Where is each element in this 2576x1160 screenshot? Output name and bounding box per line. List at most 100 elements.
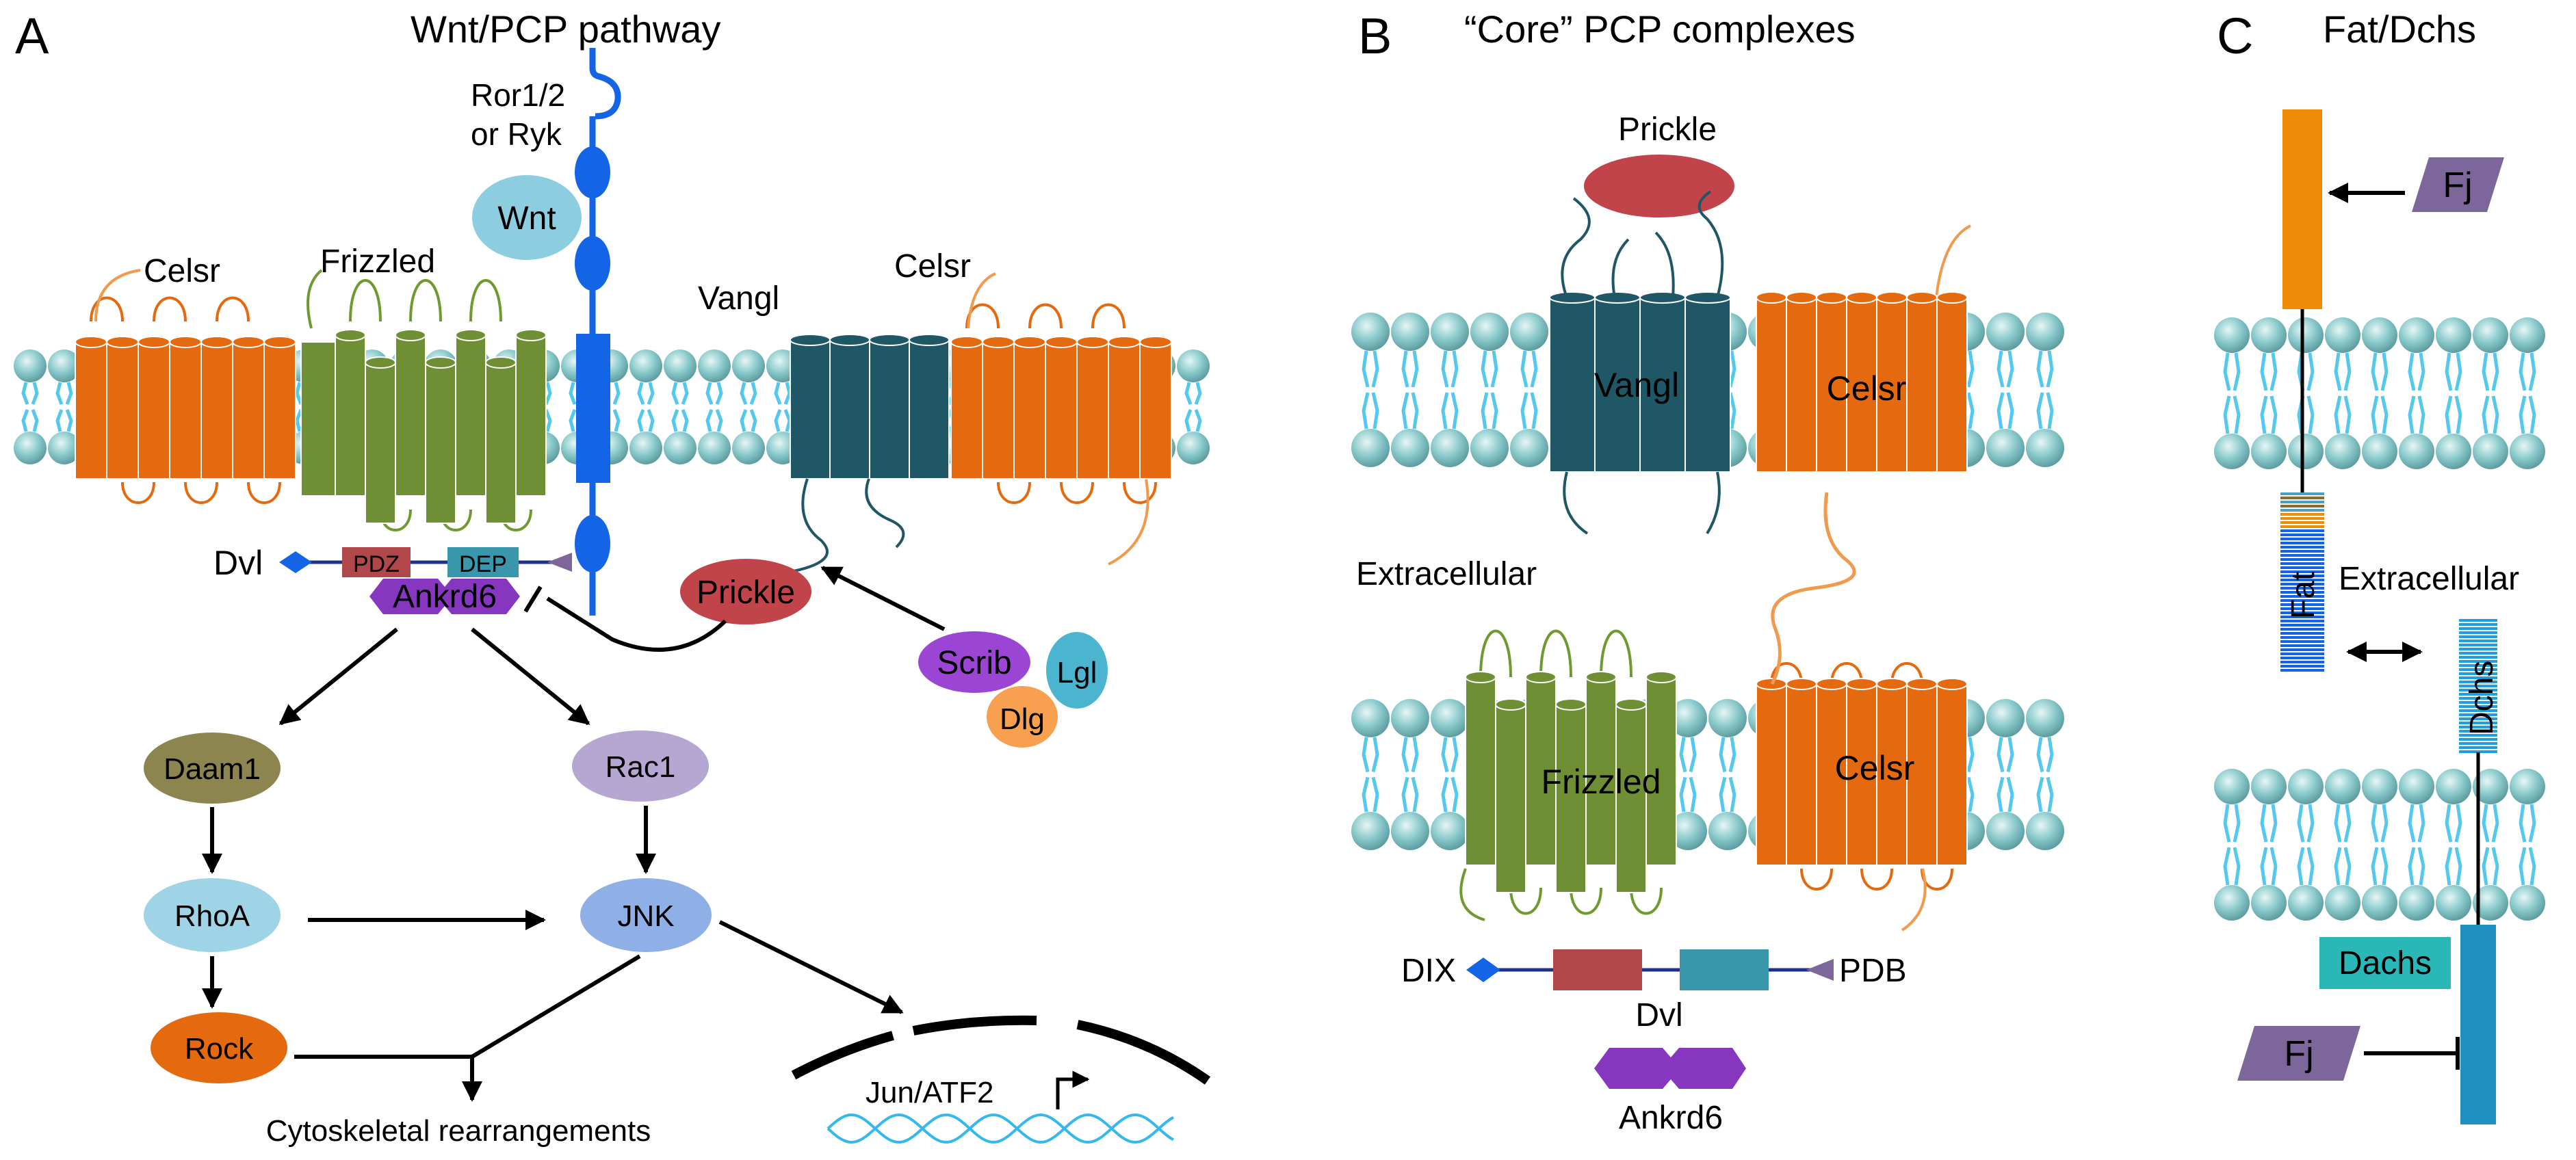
extracellular-loop	[1830, 662, 1863, 685]
lipid-head	[1470, 313, 1509, 351]
fat-repeat	[2280, 538, 2324, 540]
lipid-tail	[1481, 392, 1498, 430]
dlg-protein	[987, 686, 1058, 748]
fat-repeat	[2280, 607, 2324, 610]
lipid-head	[2288, 434, 2324, 469]
lipid-head	[2510, 885, 2545, 921]
jnk-node	[580, 878, 712, 952]
ror-receptor	[575, 48, 621, 616]
dchs-repeat	[2459, 730, 2497, 733]
frizzled-helix	[395, 334, 426, 497]
lipid-tail	[671, 382, 689, 405]
frizzled-b-helix-cap	[1555, 698, 1587, 711]
frizzled-tail	[1459, 868, 1485, 921]
vangl-tail	[1611, 238, 1630, 298]
lipid-tail	[1996, 350, 2014, 388]
lipid-tail	[2371, 352, 2389, 391]
lipid-head	[2473, 885, 2508, 921]
lipid-head	[2251, 434, 2287, 469]
lipid-head	[1351, 812, 1390, 850]
extracellular-loop	[153, 296, 187, 322]
fat-repeat	[2280, 542, 2324, 544]
vangl-tail	[793, 478, 829, 572]
frizzled-label-b: Frizzled	[1541, 763, 1661, 801]
lipid-head	[1431, 313, 1469, 351]
celsr-right-helix-cap	[1108, 336, 1141, 348]
lipid-tail	[2260, 352, 2278, 391]
lipid-head	[2362, 769, 2397, 804]
lipid-tail	[1401, 350, 1419, 388]
intracellular-loop	[1123, 482, 1157, 504]
lipid-head	[2026, 429, 2064, 467]
lipid-tail	[1520, 350, 1538, 388]
vangl-tail	[1563, 471, 1589, 535]
panel-b: B “Core” PCP complexes Prickle Vangl Cel…	[1351, 8, 2064, 1136]
lipid-tail	[1996, 392, 2014, 430]
lipid-tail	[2223, 352, 2241, 391]
fat-repeat	[2280, 661, 2324, 663]
celsr-top-label: Celsr	[1827, 369, 1907, 408]
lipid-tail	[1719, 737, 1736, 773]
extracellular-loop	[469, 279, 502, 322]
celsr-left-helix-cap	[138, 336, 170, 348]
extracellular-loop	[1600, 629, 1632, 678]
celsr-left-helix-cap	[75, 336, 107, 348]
vangl-b-helix	[1639, 297, 1686, 473]
lipid-tail	[2260, 395, 2278, 434]
fat-repeat	[2280, 562, 2324, 565]
lipid-tail	[1996, 776, 2014, 813]
fat-repeat	[2280, 652, 2324, 655]
dchs-repeat	[2459, 656, 2497, 659]
lipid-tail	[740, 382, 757, 405]
celsr-top-helix	[1906, 297, 1938, 473]
celsr-top-helix-cap	[1816, 291, 1847, 304]
celsr-top-protein	[1756, 224, 1971, 473]
pdb-label: PDB	[1839, 953, 1907, 989]
dchs-repeat	[2459, 635, 2497, 638]
dchs-repeat	[2459, 627, 2497, 630]
dchs-repeat	[2459, 734, 2497, 737]
lipid-head	[14, 432, 47, 464]
celsr-right-helix-cap	[1139, 336, 1172, 348]
celsr-right-helix	[950, 341, 983, 479]
nuclear-envelope	[791, 1015, 1211, 1085]
daam1-node	[144, 733, 281, 804]
lgl-label: Lgl	[1057, 656, 1097, 689]
lipid-head	[1510, 313, 1548, 351]
rac1-node	[572, 730, 709, 802]
wnt-ligand	[472, 175, 582, 260]
arrow-to-daam1	[278, 627, 398, 726]
celsr-left-helix-cap	[200, 336, 233, 348]
lipid-head	[2325, 317, 2360, 353]
lipid-head	[2436, 434, 2471, 469]
vangl-a-helix-cap	[829, 334, 870, 346]
celsr-left-helix-cap	[169, 336, 202, 348]
fat-repeat	[2280, 521, 2324, 524]
frizzled-b-helix	[1495, 704, 1526, 893]
lipid-head	[698, 432, 731, 464]
dchs-repeat	[2459, 668, 2497, 671]
fat-repeat	[2280, 599, 2324, 602]
vangl-a-helix-cap	[909, 334, 950, 346]
lipid-tail	[2482, 352, 2499, 391]
lipid-head	[2251, 317, 2287, 353]
dchs-repeat	[2459, 648, 2497, 650]
dchs-intracellular-bar	[2460, 925, 2496, 1124]
lipid-tail	[637, 409, 655, 432]
fat-repeat	[2280, 665, 2324, 668]
fat-repeat	[2280, 558, 2324, 561]
celsr-left-helix	[75, 341, 107, 479]
fat-repeat	[2280, 579, 2324, 581]
fj-top-label: Fj	[2443, 166, 2472, 205]
lipid-tail	[1441, 776, 1459, 813]
prickle-b	[1584, 155, 1734, 218]
intracellular-loop	[247, 482, 281, 504]
dix-label: DIX	[1401, 953, 1456, 989]
lipid-tail	[2519, 847, 2536, 886]
celsr-tail	[1108, 478, 1149, 566]
lipid-head	[14, 350, 47, 382]
dchs-repeat	[2459, 689, 2497, 691]
lipid-head	[732, 432, 765, 464]
lipid-tail	[55, 382, 73, 405]
dlg-label: Dlg	[1000, 702, 1045, 736]
